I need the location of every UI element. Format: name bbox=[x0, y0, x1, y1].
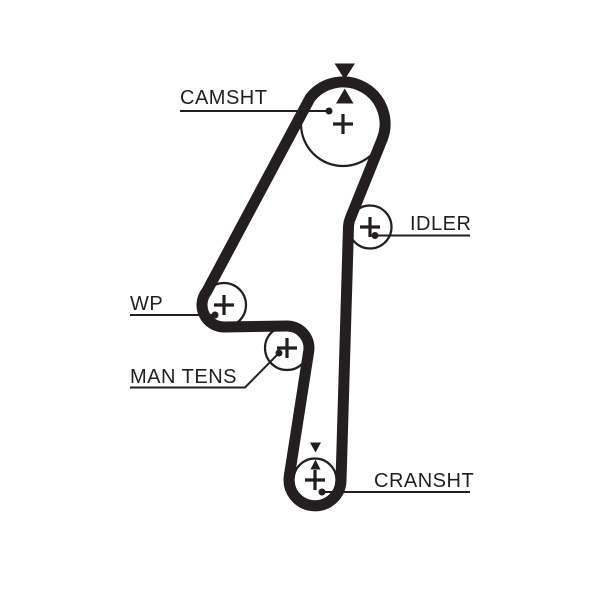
crank-timing-arrow-inner bbox=[310, 459, 321, 470]
leader-dot-water-pump bbox=[211, 311, 219, 319]
belt-layer bbox=[196, 76, 391, 512]
label-water-pump: WP bbox=[130, 293, 163, 315]
crank-timing-arrow-outer bbox=[310, 442, 321, 453]
marks-and-labels-layer: CAMSHT IDLER WP MAN TENS CRANSHT bbox=[130, 63, 474, 496]
label-camshaft: CAMSHT bbox=[180, 87, 267, 109]
pulley-center-plus-idler bbox=[360, 217, 380, 237]
label-manual-tensioner: MAN TENS bbox=[130, 366, 237, 388]
pulley-center-plus-manual-tensioner bbox=[277, 338, 297, 358]
leader-dot-idler bbox=[371, 232, 379, 239]
pulley-center-plus-crankshaft bbox=[305, 470, 325, 490]
cam-timing-arrow-inner bbox=[336, 88, 354, 104]
cam-timing-arrow-outer bbox=[334, 63, 355, 80]
leader-dot-camshaft bbox=[325, 107, 333, 115]
timing-belt bbox=[196, 76, 391, 512]
label-crankshaft: CRANSHT bbox=[374, 470, 474, 492]
pulley-center-plus-camshaft bbox=[333, 114, 353, 134]
leader-line-manual-tensioner bbox=[130, 352, 280, 389]
label-idler: IDLER bbox=[410, 213, 471, 235]
leader-dot-crankshaft bbox=[318, 488, 326, 496]
leader-dot-manual-tensioner bbox=[275, 349, 283, 357]
pulley-center-plus-water-pump bbox=[214, 295, 234, 315]
